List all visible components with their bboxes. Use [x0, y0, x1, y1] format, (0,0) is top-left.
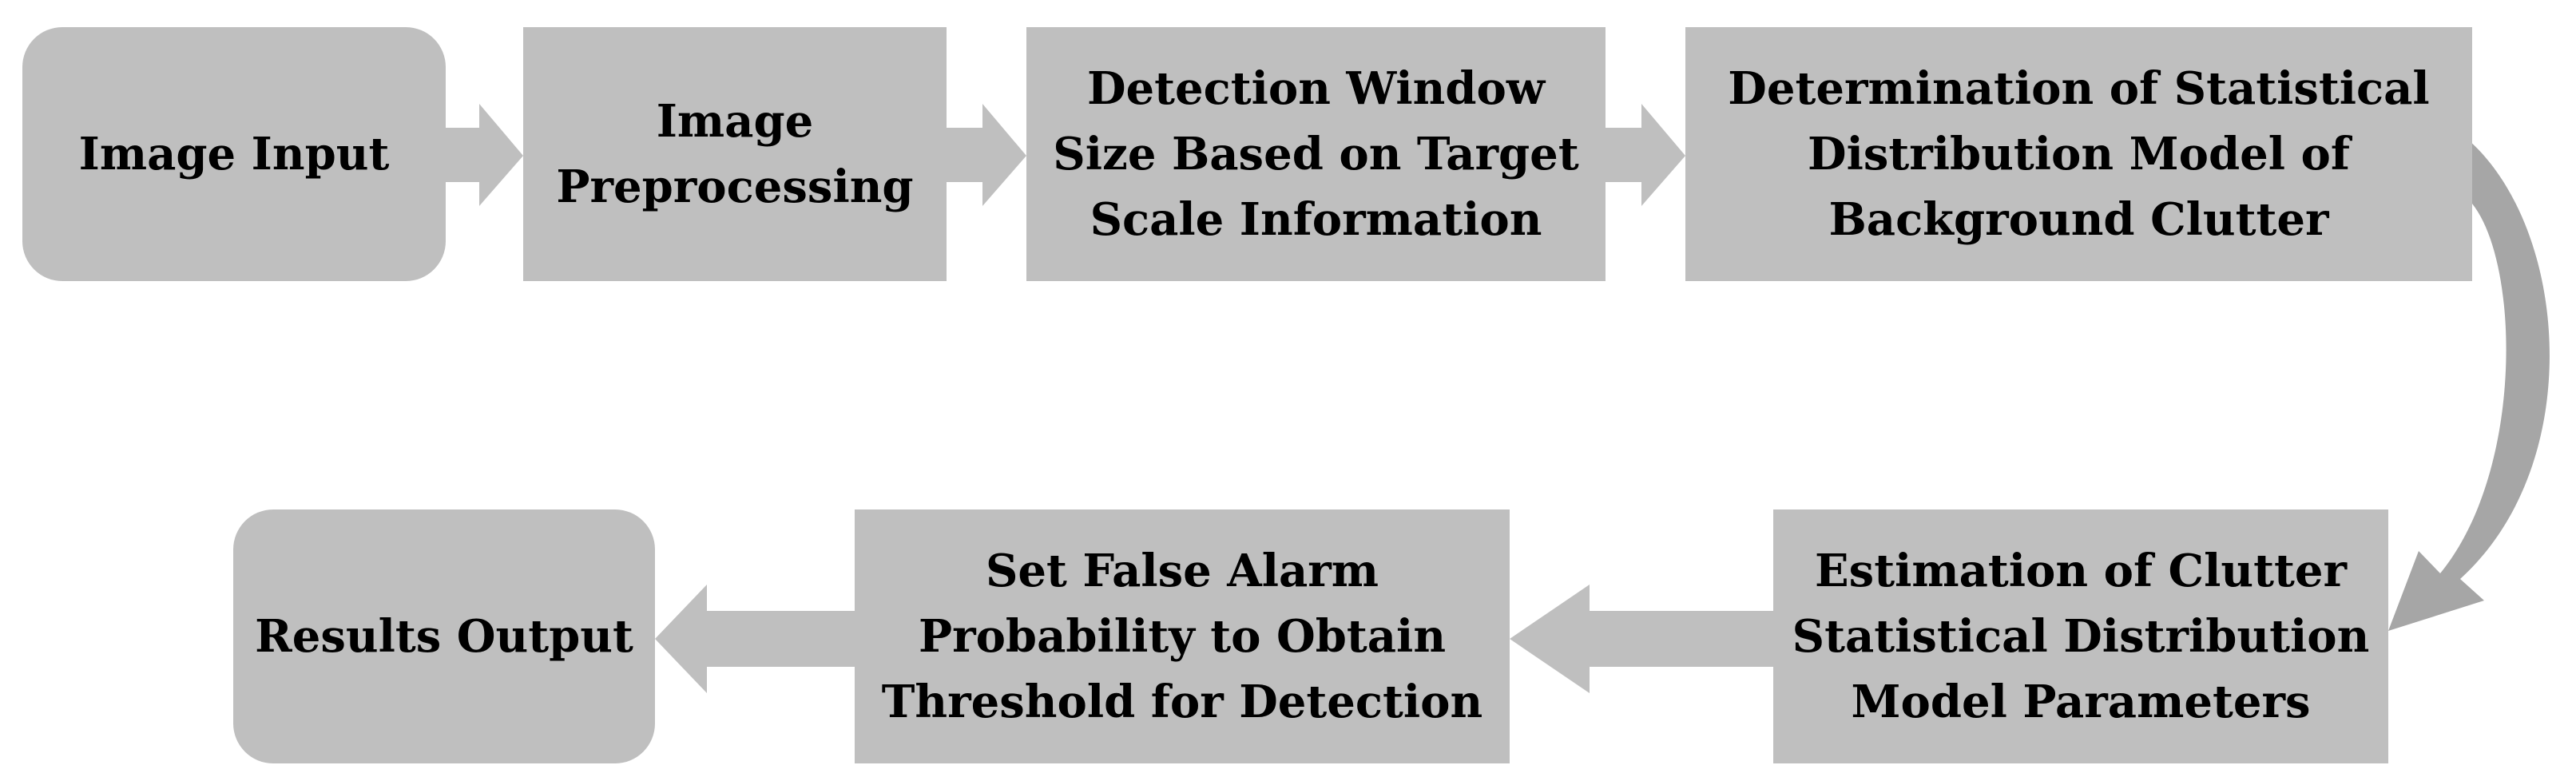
node-results-output: Results Output	[233, 509, 655, 763]
node-label: Results Output	[255, 610, 633, 663]
node-statistical-distribution-model: Determination of Statistical Distributio…	[1685, 27, 2472, 281]
node-label: Detection Window Size Based on Target Sc…	[1053, 62, 1579, 246]
arrow-preprocessing-to-detection-window	[947, 104, 1026, 206]
arrow-image-input-to-preprocessing	[443, 104, 523, 206]
node-label: Determination of Statistical Distributio…	[1728, 62, 2430, 246]
node-detection-window-size: Detection Window Size Based on Target Sc…	[1026, 27, 1606, 281]
node-label: Estimation of Clutter Statistical Distri…	[1792, 545, 2370, 728]
node-label: Image Preprocessing	[556, 95, 914, 213]
arrow-estimation-to-false-alarm	[1510, 585, 1773, 693]
node-image-preprocessing: Image Preprocessing	[523, 27, 947, 281]
node-estimation-parameters: Estimation of Clutter Statistical Distri…	[1773, 509, 2388, 763]
node-set-false-alarm: Set False Alarm Probability to Obtain Th…	[855, 509, 1510, 763]
curved-arrow-statistical-model-to-estimation	[2388, 140, 2550, 631]
arrow-detection-window-to-statistical-model	[1606, 104, 1685, 206]
arrow-false-alarm-to-results-output	[655, 585, 855, 693]
node-image-input: Image Input	[22, 27, 446, 281]
node-label: Set False Alarm Probability to Obtain Th…	[881, 545, 1483, 728]
node-label: Image Input	[78, 128, 390, 180]
